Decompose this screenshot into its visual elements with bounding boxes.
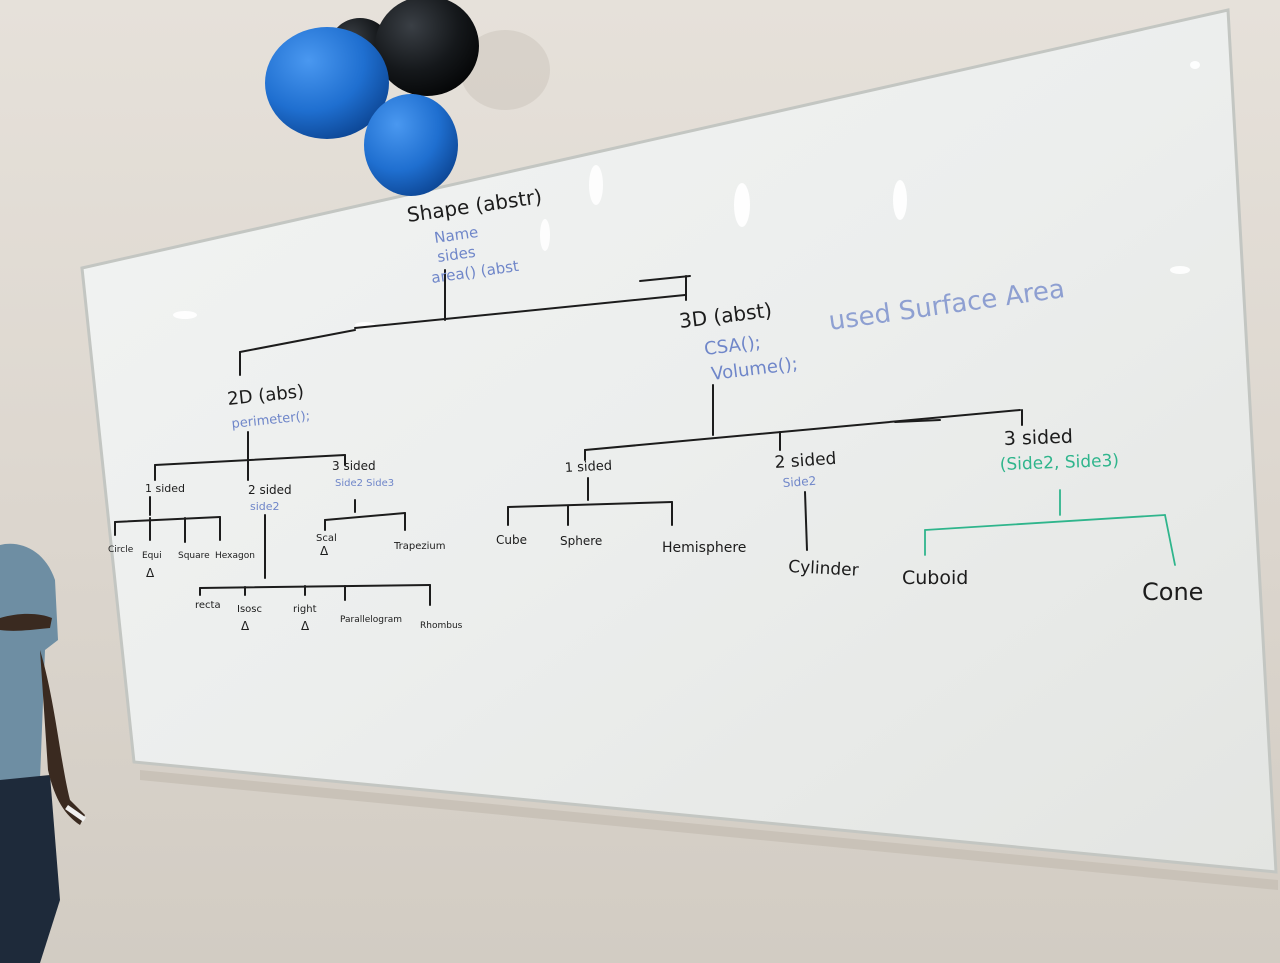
person-hand [0,613,52,631]
triangle-mark-scal: Δ [320,544,329,558]
triangle-mark-right: Δ [301,619,310,633]
group-2d-3-title: 3 sided [332,459,376,473]
shape-isosc: Isosc [237,604,262,615]
shape-hexagon: Hexagon [215,551,255,561]
root-member-name: Name [433,223,479,247]
shape-rhombus: Rhombus [420,621,463,631]
person-shirt [0,543,58,785]
shape-square: Square [178,551,210,561]
shape-right: right [293,604,317,615]
group-3d-3-title: 3 sided [1003,426,1073,450]
shape-cube: Cube [496,533,527,547]
shape-cylinder: Cylinder [788,557,859,581]
group-2d-3-sub: Side2 Side3 [335,478,394,489]
shape-hemisphere: Hemisphere [662,540,746,556]
balloon-blue-left [265,27,389,139]
group-3d-2-sub: Side2 [782,474,816,490]
shape-parallelogram: Parallelogram [340,615,402,625]
tree-connectors [114,269,1023,606]
shape-sphere: Sphere [560,534,602,548]
balloon-black [375,0,479,96]
group-3d-3-sub: (Side2, Side3) [999,451,1119,475]
shape-equi: Equi [142,551,162,561]
shape-scal: Scal [316,533,337,544]
balloon-shadow [460,30,550,110]
triangle-mark-equi: Δ [146,566,155,580]
group-3d-1-title: 1 sided [564,459,612,476]
marker-pen [65,804,87,822]
triangle-mark-isosc: Δ [241,619,250,633]
shape-circle: Circle [108,545,134,555]
board-shadow [140,770,1278,890]
balloons [265,0,550,196]
group-3d-2-title: 2 sided [774,449,837,473]
shape-recta: recta [195,600,221,611]
shape-trapezium: Trapezium [393,541,445,552]
person-pants [0,775,60,963]
light-glare [173,61,1200,328]
tree-connectors-green [924,489,1176,566]
group-2d-2-sub: side2 [250,500,280,513]
shape-cuboid: Cuboid [902,567,968,589]
group-2d-1-title: 1 sided [145,482,185,495]
person [0,543,87,963]
root-member-sides: sides [436,243,477,266]
shape-cone: Cone [1142,578,1203,606]
person-arm [40,650,85,825]
group-2d-2-title: 2 sided [248,483,292,497]
balloon-blue-front [364,94,458,196]
